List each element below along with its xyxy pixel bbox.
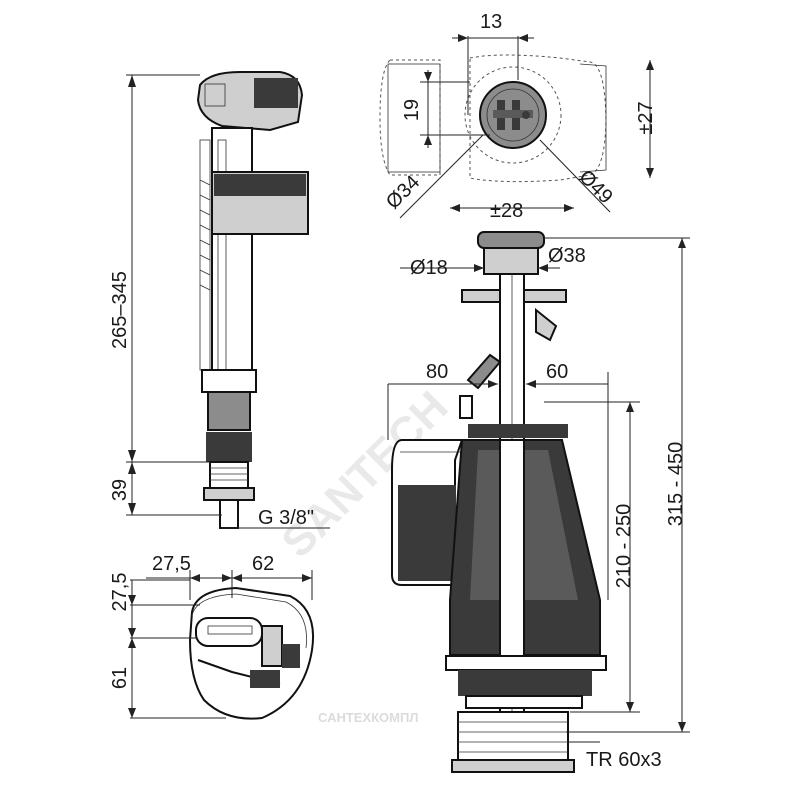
dim-cap-diameter: Ø38 <box>548 245 586 267</box>
fill-valve-thread <box>209 461 249 489</box>
fill-valve-lever <box>254 78 298 108</box>
fill-valve-dimensions: 265–345 39 G 3/8" <box>109 74 330 529</box>
flush-valve-drawing <box>391 231 607 773</box>
dim-button-travel: ±27 <box>635 101 657 134</box>
dim-button-offset: ±28 <box>490 200 523 222</box>
dim-button-height: 19 <box>401 99 423 121</box>
button-top-view <box>379 54 607 183</box>
fill-valve-top-view <box>188 586 314 720</box>
watermark-secondary: САНТЕХКОМПЛ <box>318 710 418 725</box>
dim-fill-valve-thread: G 3/8" <box>258 507 314 529</box>
dim-float-offset-b: 27,5 <box>109 573 131 612</box>
top-view-dimensions: 27,5 61 27,5 62 <box>109 553 313 719</box>
fill-valve-drawing <box>196 71 309 529</box>
dim-valve-total-height: 315 - 450 <box>665 442 687 527</box>
dim-fill-valve-thread-length: 39 <box>109 479 131 501</box>
flush-overflow-arm <box>466 353 502 390</box>
dim-valve-left: 80 <box>426 361 448 383</box>
dim-float-depth: 61 <box>109 667 131 689</box>
button-outer-ring <box>464 66 562 164</box>
dim-rod-diameter: Ø18 <box>410 257 448 279</box>
dim-button-hole-small: Ø34 <box>382 171 424 213</box>
dim-button-width: 13 <box>480 11 502 33</box>
flush-crossbar <box>468 424 568 438</box>
dim-valve-height: 210 - 250 <box>613 504 635 589</box>
dim-fill-valve-height: 265–345 <box>109 271 131 349</box>
flush-thread-ring <box>457 711 569 761</box>
dim-valve-right: 60 <box>546 361 568 383</box>
fill-valve-rod <box>199 139 211 371</box>
dim-float-offset-a: 27,5 <box>152 553 191 575</box>
flush-valve-dimensions: Ø18 Ø38 80 60 210 - 250 315 - 450 TR 60x… <box>387 237 690 771</box>
dim-float-width: 62 <box>252 553 274 575</box>
dim-valve-thread: TR 60x3 <box>586 749 662 771</box>
flush-button-cap <box>477 231 545 249</box>
